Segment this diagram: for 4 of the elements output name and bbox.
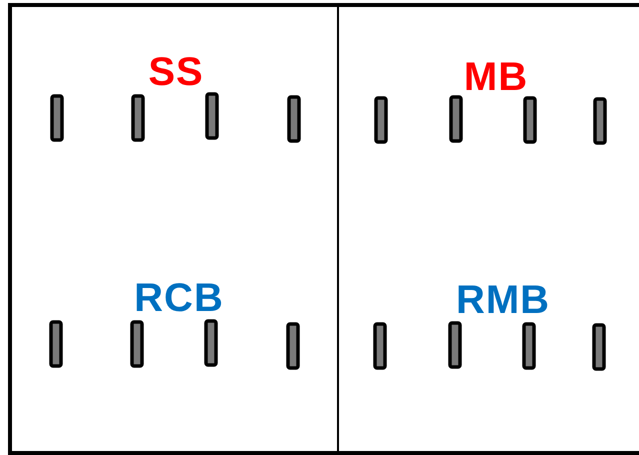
region-label: RMB [456,280,550,320]
region-label: RCB [134,278,224,318]
region-label: SS [148,52,204,92]
region-label: MB [464,57,528,97]
